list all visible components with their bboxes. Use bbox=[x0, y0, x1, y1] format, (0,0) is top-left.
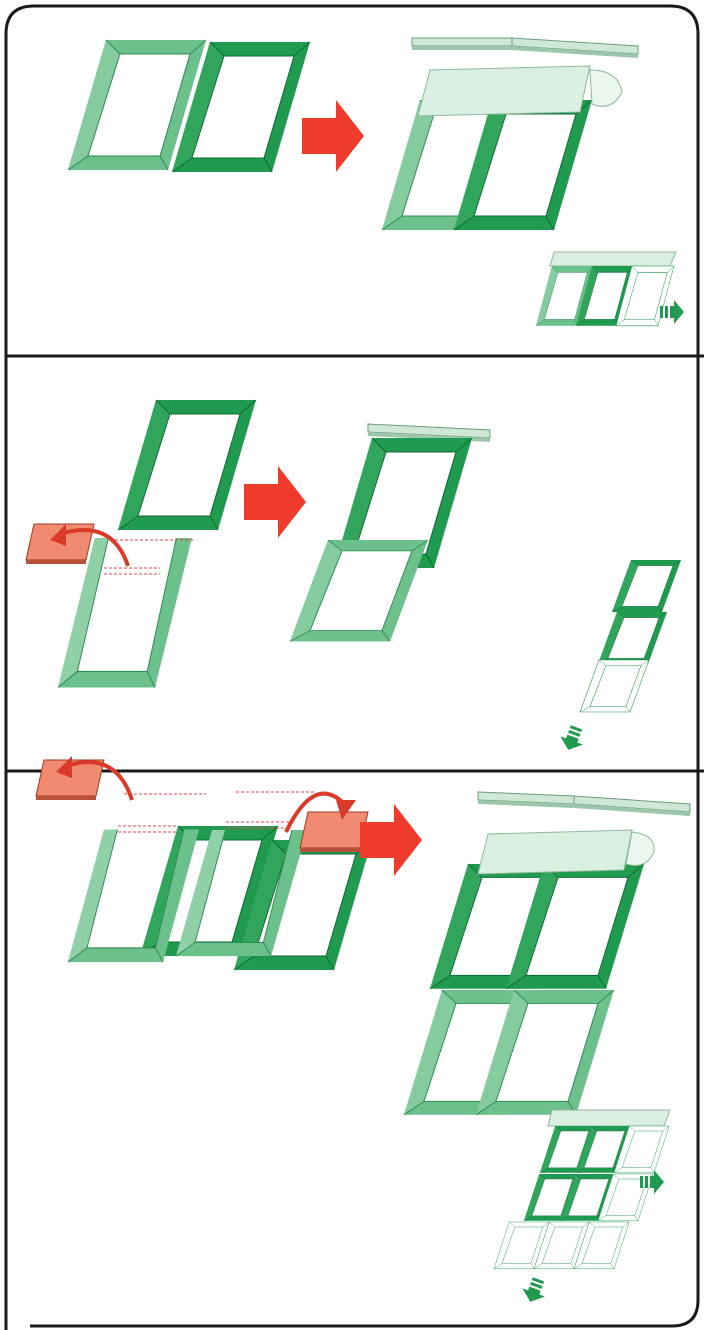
panel-2-stacked bbox=[26, 400, 681, 754]
step-arrow-2 bbox=[244, 466, 306, 538]
step-arrow-1 bbox=[302, 100, 364, 172]
top-flashing-bar bbox=[412, 38, 638, 58]
panel-3-grid bbox=[36, 756, 690, 1306]
extension-diagram-1 bbox=[536, 252, 684, 326]
top-flashing-bar-3 bbox=[478, 792, 690, 816]
panel-1-side-by-side bbox=[68, 38, 684, 326]
stacked-frame-lower bbox=[290, 540, 428, 641]
extension-diagram-3 bbox=[494, 1110, 670, 1306]
step-arrow-3 bbox=[360, 804, 422, 876]
extension-diagram-2 bbox=[557, 560, 681, 754]
cut-piece-right-3 bbox=[300, 812, 368, 852]
upper-frame-dark bbox=[118, 400, 256, 530]
gutter-flashing bbox=[418, 66, 622, 116]
